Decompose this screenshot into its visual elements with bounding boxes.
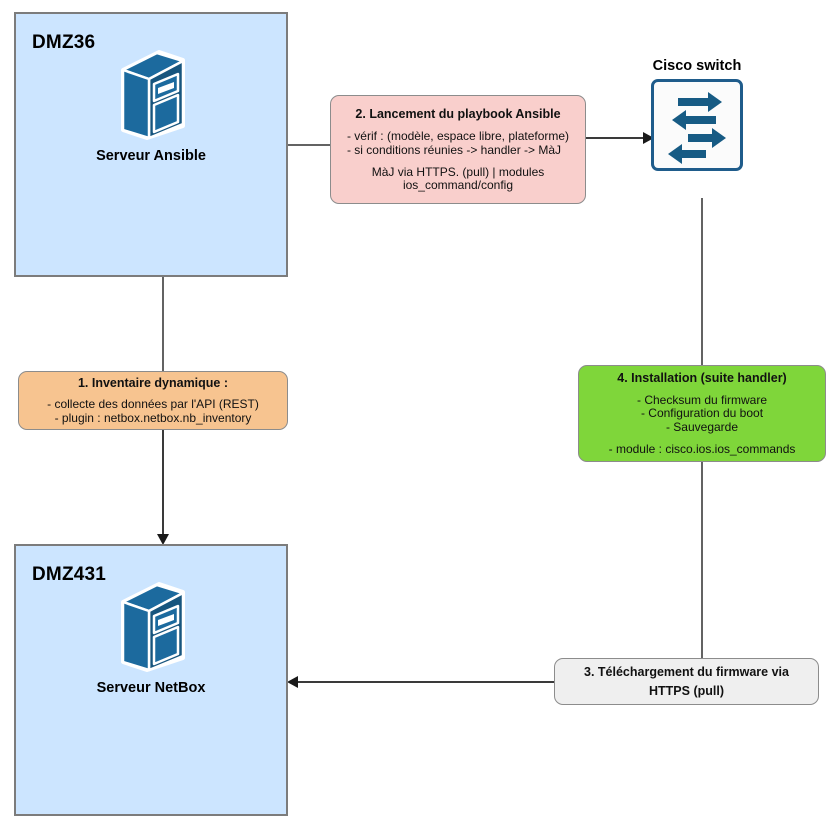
- cisco-switch[interactable]: Cisco switch: [651, 58, 743, 171]
- note-step4-title: 4. Installation (suite handler): [617, 371, 787, 386]
- zone-dmz431-node[interactable]: Serveur NetBox: [16, 578, 286, 696]
- zone-dmz36-node-label: Serveur Ansible: [96, 148, 206, 164]
- arrowhead-to-switch: [643, 132, 654, 144]
- note-step3-title: 3. Téléchargement du firmware via: [584, 664, 789, 679]
- connector-step4-to-step3: [701, 462, 703, 658]
- connector-step3-to-netbox: [292, 681, 554, 683]
- connector-switch-to-step4: [701, 198, 703, 365]
- note-step4-body: - Checksum du firmware - Configuration d…: [636, 393, 768, 434]
- arrowhead-to-netbox: [157, 534, 169, 545]
- cisco-switch-title: Cisco switch: [652, 58, 742, 74]
- note-step1[interactable]: 1. Inventaire dynamique : - collecte des…: [18, 371, 288, 430]
- note-step1-title: 1. Inventaire dynamique :: [77, 376, 229, 391]
- note-step2[interactable]: 2. Lancement du playbook Ansible - vérif…: [330, 95, 586, 204]
- connector-step2-to-switch: [584, 137, 650, 139]
- note-step3[interactable]: 3. Téléchargement du firmware via HTTPS …: [554, 658, 819, 705]
- cisco-switch-icon: [668, 92, 726, 164]
- note-step2-body: - vérif : (modèle, espace libre, platefo…: [346, 129, 570, 157]
- zone-dmz431-title: DMZ431: [32, 564, 107, 585]
- connector-ansible-to-step2: [288, 144, 332, 146]
- zone-dmz431-node-label: Serveur NetBox: [96, 680, 206, 696]
- note-step3-body: HTTPS (pull): [649, 683, 724, 698]
- zone-dmz36-node[interactable]: Serveur Ansible: [16, 46, 286, 164]
- zone-dmz36[interactable]: DMZ36 Serveur Ansible: [14, 12, 288, 277]
- zone-dmz431[interactable]: DMZ431 Serveur NetBox: [14, 544, 288, 816]
- connector-ansible-to-step1: [162, 277, 164, 371]
- note-step2-title: 2. Lancement du playbook Ansible: [355, 107, 561, 122]
- note-step2-body2: MàJ via HTTPS. (pull) | modules ios_comm…: [371, 165, 545, 192]
- note-step4[interactable]: 4. Installation (suite handler) - Checks…: [578, 365, 826, 462]
- connector-step1-to-netbox: [162, 430, 164, 542]
- zone-dmz36-title: DMZ36: [32, 32, 96, 53]
- server-tower-icon: [121, 582, 185, 672]
- server-tower-icon: [121, 50, 185, 140]
- cisco-switch-box[interactable]: [651, 79, 743, 171]
- note-step1-body: - collecte des données par l'API (REST) …: [47, 397, 259, 425]
- note-step4-body2: - module : cisco.ios.ios_commands: [608, 442, 796, 457]
- arrowhead-to-netbox-right: [287, 676, 298, 688]
